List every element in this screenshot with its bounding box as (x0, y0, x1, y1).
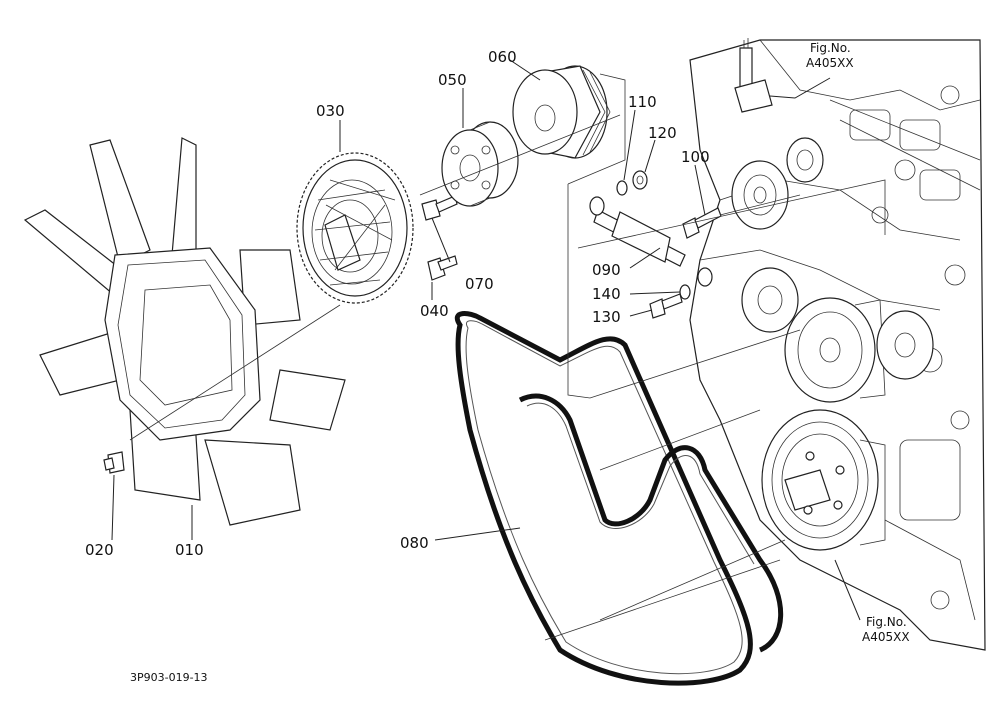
drawing-code: 3P903-019-13 (130, 671, 208, 684)
fan-drive (296, 152, 414, 304)
drive-bolt-040 (427, 255, 458, 281)
fig-ref-bottom-line1: Fig.No. (866, 615, 907, 629)
engine-block (689, 38, 986, 651)
pulley-spacer (441, 121, 519, 207)
drive-bolt-070 (421, 195, 458, 221)
bolt-130 (649, 293, 683, 319)
washer-140 (679, 284, 691, 300)
label-060: 060 (488, 48, 517, 66)
assembly-axis-lines (129, 73, 886, 641)
fig-ref-top-line1: Fig.No. (810, 41, 851, 55)
fig-ref-bottom-line2: A405XX (862, 630, 910, 644)
label-130: 130 (592, 308, 621, 326)
fan-bolt (103, 451, 125, 474)
label-100: 100 (681, 148, 710, 166)
v-belt (455, 311, 784, 686)
belt-tensioner (589, 196, 713, 287)
label-120: 120 (648, 124, 677, 142)
label-110: 110 (628, 93, 657, 111)
label-070: 070 (465, 275, 494, 293)
label-090: 090 (592, 261, 621, 279)
label-040: 040 (420, 302, 449, 320)
fan-pulley (512, 65, 611, 159)
label-010: 010 (175, 541, 204, 559)
label-020: 020 (85, 541, 114, 559)
label-030: 030 (316, 102, 345, 120)
label-080: 080 (400, 534, 429, 552)
label-140: 140 (592, 285, 621, 303)
label-050: 050 (438, 71, 467, 89)
nut-120 (632, 170, 648, 190)
fan (23, 137, 346, 526)
leader-lines (111, 59, 861, 621)
washer-110 (616, 180, 628, 196)
fig-ref-top-line2: A405XX (806, 56, 854, 70)
